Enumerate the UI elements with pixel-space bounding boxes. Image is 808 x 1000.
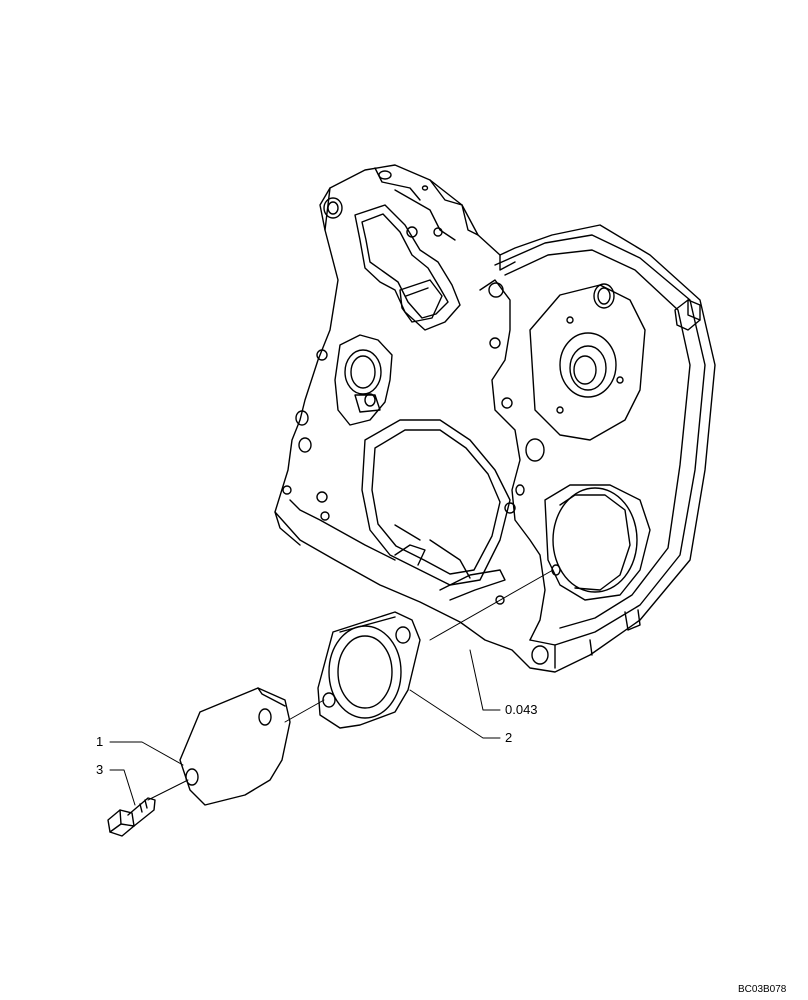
- callout-0043: 0.043: [505, 702, 538, 717]
- leader-1: [109, 741, 184, 766]
- reference-code: BC03B078: [738, 984, 787, 995]
- callout-2: 2: [505, 730, 513, 745]
- leader-2: [409, 689, 501, 739]
- gasket: [317, 611, 421, 729]
- callout-3: 3: [96, 762, 104, 777]
- centerline-housing-gasket: [429, 569, 554, 641]
- centerline-plate-bolt: [147, 779, 189, 801]
- gear-housing: [274, 164, 716, 673]
- bolt: [107, 797, 156, 837]
- leader-3: [109, 769, 136, 806]
- leader-0043: [469, 649, 501, 711]
- cover-plate: [179, 687, 291, 806]
- callout-1: 1: [96, 734, 104, 749]
- centerline-gasket-plate: [284, 699, 325, 723]
